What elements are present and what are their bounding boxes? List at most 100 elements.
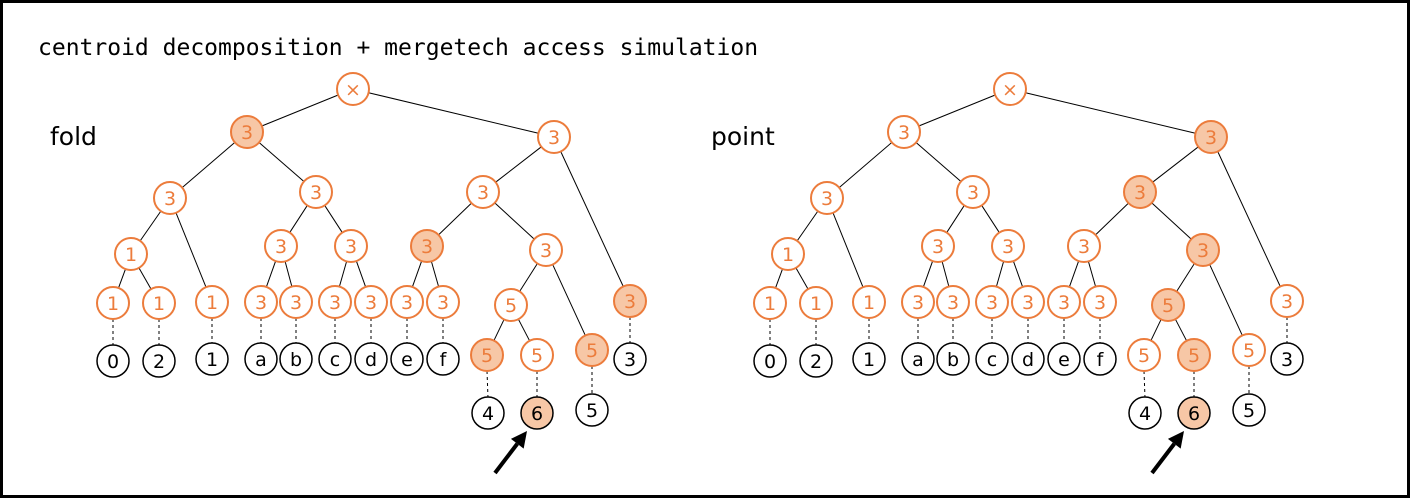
leaf-value: d (1022, 349, 1034, 371)
tree-node: 3 (264, 229, 298, 263)
tree-node: 1 (114, 237, 148, 271)
leaf-circle (520, 396, 554, 430)
leaf-value: c (330, 349, 340, 371)
tree-edge (1151, 202, 1192, 240)
node-circle (810, 181, 844, 215)
node-circle (537, 120, 571, 154)
leaf-node: f (1083, 342, 1117, 376)
leaf-value: 2 (153, 351, 165, 373)
node-value: 3 (912, 292, 924, 314)
tree-edge (430, 261, 440, 287)
node-circle (1047, 285, 1081, 319)
leaf-node: e (1047, 342, 1081, 376)
leaf-node: 6 (1177, 396, 1211, 430)
leaf-node: 4 (471, 396, 505, 430)
node-circle (1232, 333, 1266, 367)
tree-node: 5 (1151, 288, 1185, 322)
tree-node: 3 (153, 181, 187, 215)
tree-edge (139, 210, 162, 242)
node-value: 3 (898, 122, 910, 144)
node-value: 3 (986, 292, 998, 314)
node-circle (1123, 175, 1157, 209)
tree-node: 5 (520, 338, 554, 372)
tree-edge (411, 260, 423, 288)
node-circle (426, 285, 460, 319)
tree-edge (519, 263, 538, 292)
node-circle (114, 237, 148, 271)
tree-node: 3 (1194, 120, 1228, 154)
tree-edge (1176, 263, 1195, 292)
node-value: 3 (1002, 236, 1014, 258)
leaf-value: b (290, 349, 302, 371)
node-value: 3 (310, 182, 322, 204)
node-circle (921, 229, 955, 263)
leaf-circle (318, 342, 352, 376)
tree-node: 3 (613, 284, 647, 318)
node-value: 1 (782, 244, 794, 266)
tree-node: 3 (1011, 285, 1045, 319)
node-circle (1270, 284, 1304, 318)
tree-edge (1025, 92, 1196, 134)
leaf-node: d (1011, 342, 1045, 376)
tree-node: 3 (991, 229, 1025, 263)
tree-edge (1217, 151, 1281, 287)
node-value: × (1002, 79, 1018, 101)
node-value: 3 (401, 292, 413, 314)
tree-edge (261, 94, 339, 127)
leaf-node: d (354, 342, 388, 376)
node-value: 1 (810, 293, 822, 315)
node-value: 3 (241, 122, 253, 144)
node-value: 3 (1022, 292, 1034, 314)
node-circle (520, 338, 554, 372)
node-circle (244, 285, 278, 319)
node-value: 3 (932, 236, 944, 258)
leaf-circle (279, 342, 313, 376)
tree-edge (289, 205, 308, 233)
tree-edge (1087, 261, 1097, 287)
leaf-circle (975, 342, 1009, 376)
tree-node: 3 (1270, 284, 1304, 318)
tree-node: 3 (887, 115, 921, 149)
leaf-circle (471, 396, 505, 430)
node-circle (390, 285, 424, 319)
leaf-node: 6 (520, 396, 554, 430)
node-circle (991, 229, 1025, 263)
tree-node: 1 (799, 286, 833, 320)
tree-edge (795, 267, 809, 290)
tree-node: 5 (1177, 338, 1211, 372)
tree-edge (338, 261, 348, 287)
node-circle (975, 285, 1009, 319)
leaf-value: e (1058, 349, 1070, 371)
leaf-node: f (426, 342, 460, 376)
leaf-circle (852, 342, 886, 376)
tree-node: 3 (244, 285, 278, 319)
tree-edge (1174, 318, 1188, 342)
diagram-title: centroid decomposition + mergetech acces… (38, 35, 758, 61)
leaf-circle (799, 344, 833, 378)
panel-label-point: point (711, 122, 775, 151)
leaf-circle (1128, 396, 1162, 430)
leaf-value: b (947, 349, 959, 371)
leaf-node: 0 (753, 344, 787, 378)
node-value: 5 (531, 345, 543, 367)
leaf-node: e (390, 342, 424, 376)
tree-node: 1 (195, 285, 229, 319)
leaf-value: 5 (1243, 400, 1255, 422)
node-circle (1083, 285, 1117, 319)
tree-node: 3 (1047, 285, 1081, 319)
node-circle (1177, 338, 1211, 372)
tree-node: 5 (575, 333, 609, 367)
node-value: 3 (437, 292, 449, 314)
leaf-node: 3 (1270, 342, 1304, 376)
tree-node: 1 (771, 237, 805, 271)
node-circle (318, 285, 352, 319)
node-circle (1151, 288, 1185, 322)
leaf-value: d (365, 349, 377, 371)
leaf-circle (1270, 342, 1304, 376)
leaf-circle (244, 342, 278, 376)
node-circle (466, 175, 500, 209)
node-circle (336, 72, 370, 106)
